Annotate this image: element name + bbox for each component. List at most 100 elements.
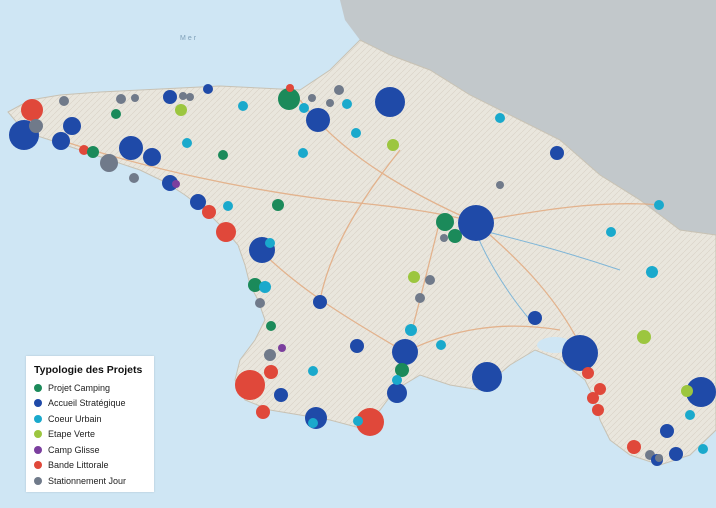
marker-etape-verte[interactable] [681, 385, 693, 397]
marker-bande-littorale[interactable] [256, 405, 270, 419]
marker-bande-littorale[interactable] [594, 383, 606, 395]
marker-coeur-urbain[interactable] [392, 375, 402, 385]
marker-stationnement-jour[interactable] [129, 173, 139, 183]
marker-accueil-strategique[interactable] [313, 295, 327, 309]
marker-coeur-urbain[interactable] [259, 281, 271, 293]
marker-bande-littorale[interactable] [216, 222, 236, 242]
marker-stationnement-jour[interactable] [415, 293, 425, 303]
marker-accueil-strategique[interactable] [350, 339, 364, 353]
marker-stationnement-jour[interactable] [116, 94, 126, 104]
marker-projet-camping[interactable] [272, 199, 284, 211]
marker-coeur-urbain[interactable] [698, 444, 708, 454]
marker-accueil-strategique[interactable] [550, 146, 564, 160]
marker-bande-littorale[interactable] [79, 145, 89, 155]
marker-accueil-strategique[interactable] [562, 335, 598, 371]
marker-etape-verte[interactable] [408, 271, 420, 283]
marker-bande-littorale[interactable] [627, 440, 641, 454]
marker-projet-camping[interactable] [111, 109, 121, 119]
marker-bande-littorale[interactable] [582, 367, 594, 379]
marker-stationnement-jour[interactable] [496, 181, 504, 189]
marker-stationnement-jour[interactable] [255, 298, 265, 308]
marker-stationnement-jour[interactable] [264, 349, 276, 361]
marker-coeur-urbain[interactable] [308, 418, 318, 428]
marker-accueil-strategique[interactable] [190, 194, 206, 210]
marker-bande-littorale[interactable] [592, 404, 604, 416]
legend-title: Typologie des Projets [34, 364, 143, 376]
legend-dot-camp-glisse [34, 445, 42, 454]
marker-etape-verte[interactable] [637, 330, 651, 344]
marker-coeur-urbain[interactable] [495, 113, 505, 123]
marker-coeur-urbain[interactable] [342, 99, 352, 109]
marker-stationnement-jour[interactable] [131, 94, 139, 102]
marker-stationnement-jour[interactable] [59, 96, 69, 106]
marker-bande-littorale[interactable] [587, 392, 599, 404]
marker-accueil-strategique[interactable] [472, 362, 502, 392]
marker-accueil-strategique[interactable] [163, 90, 177, 104]
legend-label: Accueil Stratégique [48, 398, 126, 409]
marker-coeur-urbain[interactable] [298, 148, 308, 158]
marker-accueil-strategique[interactable] [660, 424, 674, 438]
marker-bande-littorale[interactable] [21, 99, 43, 121]
marker-stationnement-jour[interactable] [179, 92, 187, 100]
marker-etape-verte[interactable] [387, 139, 399, 151]
marker-coeur-urbain[interactable] [436, 340, 446, 350]
marker-coeur-urbain[interactable] [353, 416, 363, 426]
marker-etape-verte[interactable] [175, 104, 187, 116]
marker-stationnement-jour[interactable] [100, 154, 118, 172]
marker-coeur-urbain[interactable] [223, 201, 233, 211]
marker-bande-littorale[interactable] [356, 408, 384, 436]
marker-stationnement-jour[interactable] [186, 93, 194, 101]
legend-label: Camp Glisse [48, 444, 100, 455]
marker-stationnement-jour[interactable] [29, 119, 43, 133]
marker-coeur-urbain[interactable] [265, 238, 275, 248]
marker-bande-littorale[interactable] [286, 84, 294, 92]
marker-accueil-strategique[interactable] [669, 447, 683, 461]
marker-accueil-strategique[interactable] [143, 148, 161, 166]
marker-accueil-strategique[interactable] [686, 377, 716, 407]
legend-item-bande-littorale: Bande Littorale [34, 458, 146, 474]
marker-projet-camping[interactable] [266, 321, 276, 331]
marker-accueil-strategique[interactable] [52, 132, 70, 150]
marker-coeur-urbain[interactable] [646, 266, 658, 278]
marker-projet-camping[interactable] [248, 278, 262, 292]
marker-coeur-urbain[interactable] [654, 200, 664, 210]
marker-coeur-urbain[interactable] [351, 128, 361, 138]
marker-accueil-strategique[interactable] [387, 383, 407, 403]
marker-coeur-urbain[interactable] [238, 101, 248, 111]
marker-coeur-urbain[interactable] [182, 138, 192, 148]
marker-stationnement-jour[interactable] [425, 275, 435, 285]
marker-coeur-urbain[interactable] [685, 410, 695, 420]
marker-bande-littorale[interactable] [202, 205, 216, 219]
marker-camp-glisse[interactable] [172, 180, 180, 188]
marker-projet-camping[interactable] [278, 88, 300, 110]
marker-projet-camping[interactable] [395, 363, 409, 377]
marker-projet-camping[interactable] [436, 213, 454, 231]
marker-stationnement-jour[interactable] [334, 85, 344, 95]
legend-dot-bande-littorale [34, 461, 42, 470]
marker-stationnement-jour[interactable] [655, 454, 663, 462]
marker-coeur-urbain[interactable] [606, 227, 616, 237]
marker-projet-camping[interactable] [87, 146, 99, 158]
marker-stationnement-jour[interactable] [308, 94, 316, 102]
marker-coeur-urbain[interactable] [308, 366, 318, 376]
marker-accueil-strategique[interactable] [375, 87, 405, 117]
marker-bande-littorale[interactable] [235, 370, 265, 400]
marker-accueil-strategique[interactable] [63, 117, 81, 135]
marker-projet-camping[interactable] [448, 229, 462, 243]
marker-accueil-strategique[interactable] [458, 205, 494, 241]
marker-accueil-strategique[interactable] [306, 108, 330, 132]
relief-area [340, 0, 716, 235]
marker-coeur-urbain[interactable] [299, 103, 309, 113]
marker-accueil-strategique[interactable] [528, 311, 542, 325]
marker-coeur-urbain[interactable] [405, 324, 417, 336]
marker-accueil-strategique[interactable] [119, 136, 143, 160]
marker-projet-camping[interactable] [218, 150, 228, 160]
marker-stationnement-jour[interactable] [326, 99, 334, 107]
marker-stationnement-jour[interactable] [440, 234, 448, 242]
marker-accueil-strategique[interactable] [392, 339, 418, 365]
marker-accueil-strategique[interactable] [274, 388, 288, 402]
legend-label: Stationnement Jour [48, 475, 127, 486]
marker-accueil-strategique[interactable] [203, 84, 213, 94]
marker-bande-littorale[interactable] [264, 365, 278, 379]
marker-camp-glisse[interactable] [278, 344, 286, 352]
